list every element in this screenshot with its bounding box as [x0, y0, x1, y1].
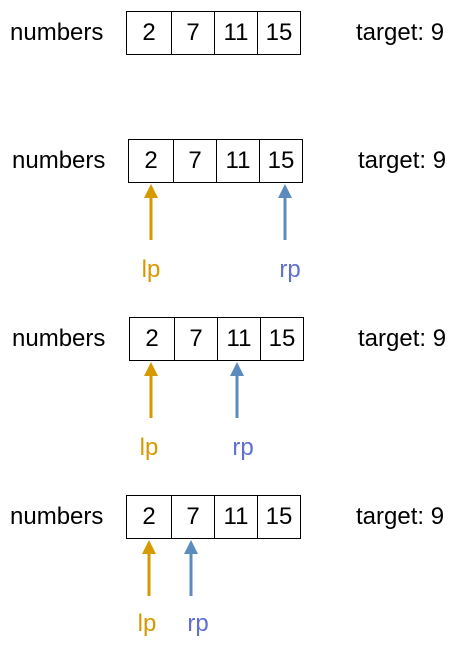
array-label: numbers	[12, 325, 106, 352]
array-cell: 15	[257, 496, 300, 538]
array-cell: 11	[217, 318, 260, 360]
lp-arrow-icon	[134, 540, 164, 598]
lp-label: lp	[139, 434, 159, 461]
array-cell: 2	[144, 147, 158, 174]
array-cell: 11	[214, 496, 257, 538]
rp-label: rp	[232, 434, 254, 461]
array-label: numbers	[10, 19, 104, 46]
array-label: numbers	[12, 147, 106, 174]
diagram-3: numbers 2 7 11 15 target: 9 lp rp	[0, 316, 474, 466]
target-label: target: 9	[356, 503, 445, 530]
rp-arrow-icon	[270, 184, 300, 242]
lp-label: lp	[137, 610, 157, 637]
diagram-4: numbers 2 7 11 15 target: 9 lp rp	[0, 494, 474, 644]
array-cell: 2	[145, 325, 159, 352]
array-cell: 7	[171, 12, 214, 54]
rp-arrow-icon	[222, 362, 252, 420]
array-label: numbers	[10, 503, 104, 530]
array-cell: 15	[257, 12, 300, 54]
lp-arrow-icon	[136, 362, 166, 420]
array-cell: 7	[174, 318, 217, 360]
rp-label: rp	[279, 256, 301, 283]
array-cell: 2	[142, 19, 156, 46]
target-label: target: 9	[356, 19, 445, 46]
array-cell: 2	[142, 503, 156, 530]
rp-arrow-icon	[176, 540, 206, 598]
lp-label: lp	[141, 256, 161, 283]
diagram-1: numbers 2 7 11 15 target: 9	[0, 10, 474, 70]
array-cells: 2 7 11 15	[128, 139, 303, 183]
target-label: target: 9	[358, 325, 447, 352]
target-label: target: 9	[358, 147, 447, 174]
array-cells: 2 7 11 15	[126, 495, 301, 539]
array-cells: 2 7 11 15	[129, 317, 304, 361]
lp-arrow-icon	[136, 184, 166, 242]
diagram-2: numbers 2 7 11 15 target: 9 lp rp	[0, 138, 474, 288]
array-cell: 11	[216, 140, 259, 182]
array-cells: 2 7 11 15	[126, 11, 301, 55]
array-cell: 15	[260, 318, 303, 360]
rp-label: rp	[187, 610, 209, 637]
array-cell: 7	[171, 496, 214, 538]
array-cell: 7	[173, 140, 216, 182]
array-cell: 15	[259, 140, 302, 182]
array-cell: 11	[214, 12, 257, 54]
